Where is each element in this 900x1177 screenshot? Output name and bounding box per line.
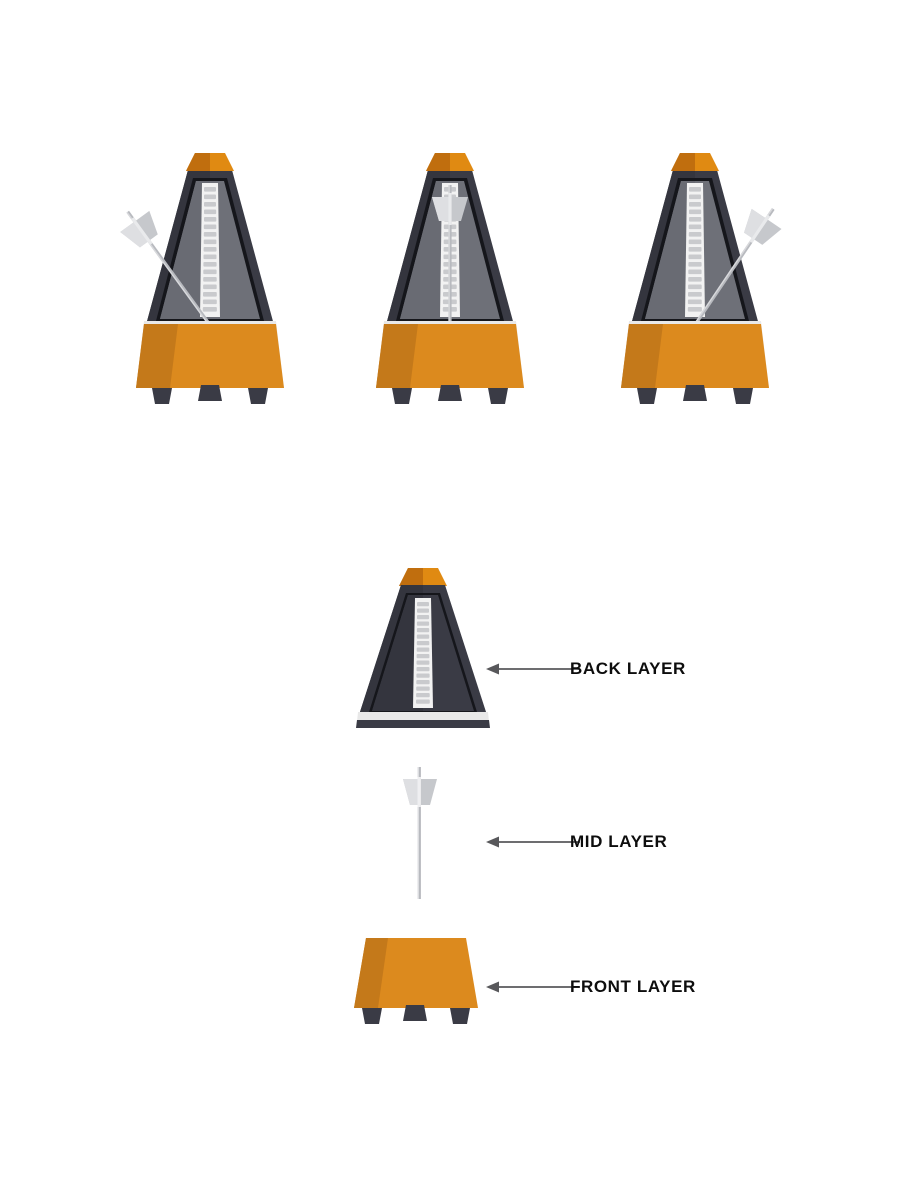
metronome-pendulum-right[interactable] <box>585 145 805 410</box>
tempo-scale-strip <box>200 183 220 317</box>
arrow-left-icon <box>486 981 580 993</box>
exploded-back-layer[interactable] <box>350 560 510 735</box>
base-feet <box>392 385 508 404</box>
orange-cap <box>186 153 234 171</box>
mid-layer-callout: MID LAYER <box>480 828 820 856</box>
base-feet <box>362 1005 470 1024</box>
back-layer-label: BACK LAYER <box>570 659 686 678</box>
pendulum-weight <box>403 777 437 807</box>
front-layer-base <box>376 321 524 388</box>
tempo-scale-strip <box>685 183 705 317</box>
pendulum-rod <box>417 767 421 899</box>
orange-cap <box>426 153 474 171</box>
pendulum-arm[interactable] <box>679 199 788 337</box>
arrow-left-icon <box>486 663 580 675</box>
back-layer-bottom-rim <box>356 712 490 728</box>
pendulum-arm[interactable] <box>113 201 226 337</box>
front-layer-callout: FRONT LAYER <box>480 973 820 1001</box>
front-layer-label: FRONT LAYER <box>570 977 696 996</box>
exploded-front-layer[interactable] <box>338 930 498 1040</box>
orange-cap <box>671 153 719 171</box>
arrow-left-icon <box>486 836 580 848</box>
pendulum-arm[interactable] <box>432 185 468 327</box>
assembled-metronome-row <box>0 0 900 430</box>
metronome-pendulum-center[interactable] <box>340 145 560 410</box>
tempo-scale-strip <box>413 598 433 708</box>
front-layer-base <box>136 321 284 388</box>
base-feet <box>637 385 753 404</box>
front-layer-base <box>354 938 478 1008</box>
back-layer-callout: BACK LAYER <box>480 655 820 683</box>
mid-layer-label: MID LAYER <box>570 832 668 851</box>
exploded-mid-layer[interactable] <box>390 765 450 905</box>
base-feet <box>152 385 268 404</box>
metronome-pendulum-left[interactable] <box>100 145 320 410</box>
front-layer-base <box>621 321 769 388</box>
